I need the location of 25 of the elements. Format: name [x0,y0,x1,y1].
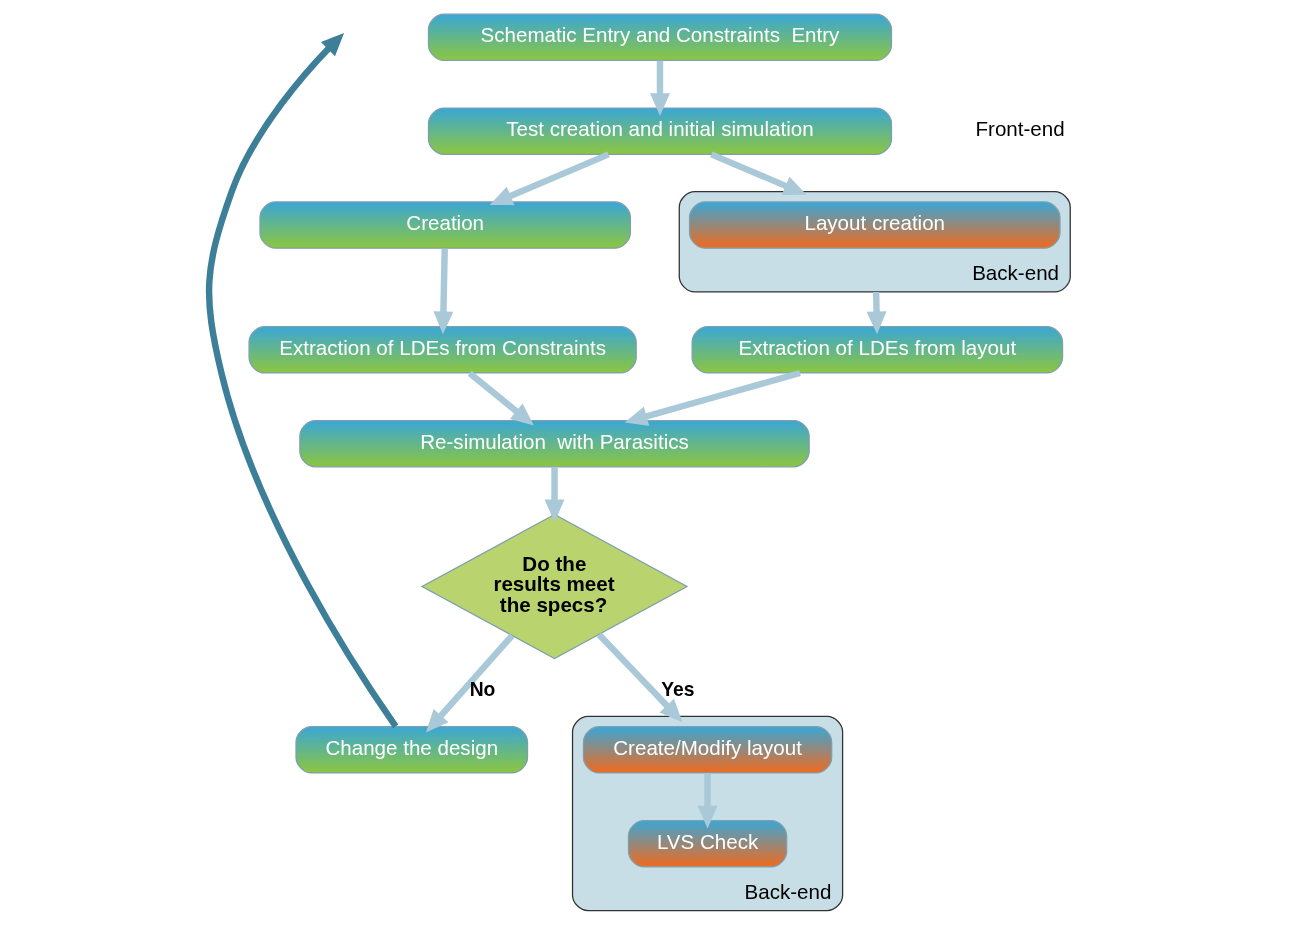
node-box: Extraction of LDEs from Constraints [248,325,637,374]
node-box: Create/Modify layout [582,725,833,774]
arrow [425,632,515,733]
node-box: Layout creation [688,200,1061,249]
node-box: LVS Check [627,819,788,867]
arrow [697,772,718,828]
node-box: Creation [259,200,632,249]
arrow [624,369,801,426]
node-box: Re-simulation with Parasitics [299,419,810,467]
arrow [710,150,807,195]
label: Front-end [975,116,1065,140]
node-box: Schematic Entry and Constraints Entry [427,13,893,61]
arrow [650,60,670,116]
arrow [544,466,565,522]
node-box: Test creation and initial simulation [427,106,893,155]
arrow [596,631,683,722]
node-box: Change the design [295,725,529,774]
edge-label: Yes [661,678,695,700]
arrow [467,370,534,426]
edge-label: No [469,678,496,700]
node-diamond: Do the results meet the specs? [420,513,689,659]
arrow [433,248,454,334]
arrow [489,150,610,205]
arrow [866,291,887,334]
node-box: Extraction of LDEs from layout [691,325,1064,374]
